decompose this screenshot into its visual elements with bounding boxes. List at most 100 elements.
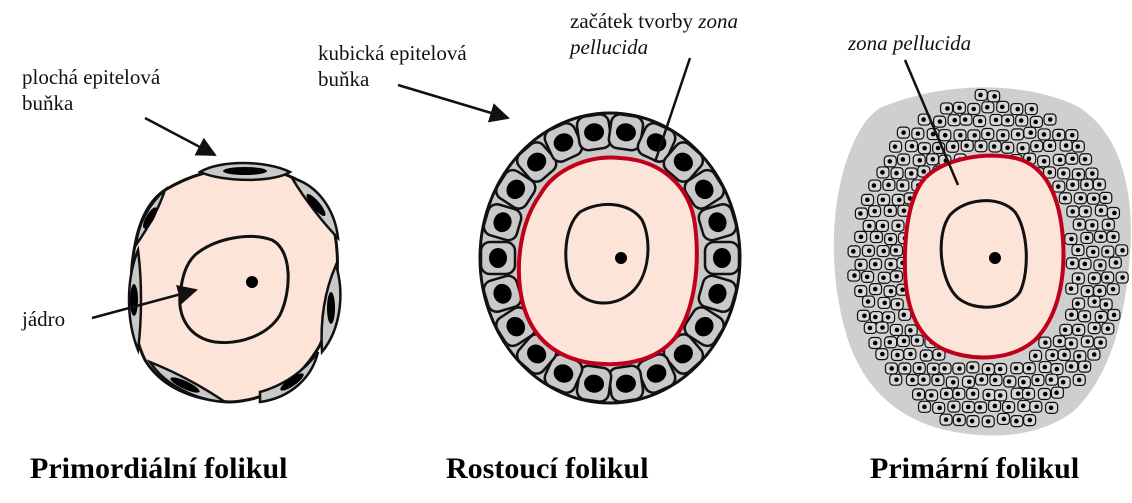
granulosa-cell-nucleus: [1098, 263, 1103, 268]
granulosa-cell-nucleus: [852, 273, 857, 278]
granulosa-cell-nucleus: [886, 315, 891, 320]
granulosa-cell-nucleus: [889, 289, 894, 294]
granulosa-cell-nucleus: [908, 328, 913, 333]
granulosa-cell-nucleus: [1057, 339, 1062, 344]
granulosa-cell-nucleus: [963, 117, 968, 122]
granulosa-cell-nucleus: [970, 365, 975, 370]
cubic-cell-label-line1: kubická epitelová: [318, 40, 467, 66]
granulosa-cell-nucleus: [923, 353, 928, 358]
granulosa-cell-nucleus: [882, 301, 887, 306]
granulosa-cell-nucleus: [887, 340, 892, 345]
granulosa-cell-nucleus: [1020, 146, 1025, 151]
granulosa-cell-nucleus: [909, 171, 914, 176]
granulosa-cell-nucleus: [1103, 196, 1108, 201]
primary-nucleolus: [989, 252, 1001, 264]
granulosa-cell-nucleus: [1076, 328, 1081, 333]
granulosa-cell-nucleus: [1091, 276, 1096, 281]
granulosa-cell-nucleus: [985, 105, 990, 110]
flat-cell-nucleus: [130, 284, 138, 316]
granulosa-cell-nucleus: [944, 417, 949, 422]
granulosa-cell-nucleus: [921, 169, 926, 174]
granulosa-cell-nucleus: [1084, 209, 1089, 214]
granulosa-cell-nucleus: [986, 367, 991, 372]
granulosa-cell-nucleus: [978, 93, 983, 98]
granulosa-cell-nucleus: [910, 378, 915, 383]
granulosa-cell-nucleus: [1083, 314, 1088, 319]
granulosa-cell-nucleus: [901, 313, 906, 318]
granulosa-cell-nucleus: [902, 208, 907, 213]
granulosa-cell-nucleus: [1076, 276, 1081, 281]
granulosa-cell-nucleus: [1006, 405, 1011, 410]
granulosa-cell-nucleus: [1029, 107, 1034, 112]
granulosa-cell-nucleus: [932, 366, 937, 371]
granulosa-cell-nucleus: [1035, 378, 1040, 383]
zona-start-ring: [519, 158, 697, 365]
granulosa-cell-nucleus: [1070, 133, 1075, 138]
granulosa-cell-nucleus: [936, 146, 941, 151]
granulosa-cell-nucleus: [901, 130, 906, 135]
granulosa-cell-nucleus: [1069, 286, 1074, 291]
granulosa-cell-nucleus: [1086, 289, 1091, 294]
granulosa-cell-nucleus: [957, 366, 962, 371]
granulosa-cell-nucleus: [1026, 391, 1031, 396]
granulosa-cell-nucleus: [1005, 118, 1010, 123]
granulosa-cell-nucleus: [1027, 366, 1032, 371]
arrow-to-flat-cell: [145, 118, 215, 155]
title-primary: Primární folikul: [870, 452, 1079, 486]
granulosa-cell-nucleus: [1112, 313, 1117, 318]
flat-cell-nucleus: [223, 167, 267, 175]
granulosa-cell-nucleus: [895, 353, 900, 358]
granulosa-cell-nucleus: [900, 287, 905, 292]
granulosa-cell-nucleus: [951, 144, 956, 149]
granulosa-cell-nucleus: [951, 404, 956, 409]
granulosa-cell-nucleus: [1083, 262, 1088, 267]
granulosa-cell-nucleus: [1058, 158, 1063, 163]
granulosa-cell-nucleus: [1106, 222, 1111, 227]
cubic-cell-nucleus: [489, 248, 507, 268]
granulosa-cell-nucleus: [896, 223, 901, 228]
granulosa-cell-nucleus: [1070, 183, 1075, 188]
granulosa-cell-nucleus: [858, 289, 863, 294]
granulosa-cell-nucleus: [880, 352, 885, 357]
granulosa-cell-nucleus: [903, 366, 908, 371]
granulosa-cell-nucleus: [1049, 377, 1054, 382]
granulosa-cell-nucleus: [992, 94, 997, 99]
granulosa-cell-nucleus: [1033, 354, 1038, 359]
granulosa-cell-nucleus: [1048, 144, 1053, 149]
granulosa-cell-nucleus: [1048, 117, 1053, 122]
granulosa-cell-nucleus: [977, 405, 982, 410]
granulosa-cell-nucleus: [1105, 249, 1110, 254]
granulosa-cell-nucleus: [873, 315, 878, 320]
granulosa-cell-nucleus: [929, 393, 934, 398]
granulosa-cell-nucleus: [868, 326, 873, 331]
granulosa-cell-nucleus: [1098, 315, 1103, 320]
zona-start-label: začátek tvorby zona pellucida: [570, 8, 738, 60]
title-primordial: Primordiální folikul: [30, 452, 288, 486]
granulosa-cell-nucleus: [1077, 354, 1082, 359]
granulosa-cell-nucleus: [1034, 144, 1039, 149]
granulosa-cell-nucleus: [1085, 236, 1090, 241]
granulosa-cell-nucleus: [1106, 326, 1111, 331]
granulosa-cell-nucleus: [873, 287, 878, 292]
granulosa-cell-nucleus: [1069, 237, 1074, 242]
granulosa-cell-nucleus: [922, 405, 927, 410]
granulosa-cell-nucleus: [873, 341, 878, 346]
granulosa-cell-nucleus: [910, 144, 915, 149]
granulosa-cell-nucleus: [970, 419, 975, 424]
primary-follicle: [834, 60, 1131, 435]
zona-pellucida-ring: [905, 156, 1064, 358]
granulosa-cell-nucleus: [1043, 340, 1048, 345]
granulosa-cell-nucleus: [917, 366, 922, 371]
granulosa-cell-nucleus: [967, 379, 972, 384]
granulosa-cell-nucleus: [1034, 404, 1039, 409]
granulosa-cell-nucleus: [1076, 172, 1081, 177]
granulosa-cell-nucleus: [942, 366, 947, 371]
cubic-cell-nucleus: [713, 248, 731, 268]
granulosa-cell-nucleus: [998, 393, 1003, 398]
granulosa-cell-nucleus: [1028, 418, 1033, 423]
granulosa-cell-nucleus: [867, 224, 872, 229]
zona-start-italic2: pellucida: [570, 35, 648, 59]
granulosa-cell-nucleus: [881, 275, 886, 280]
granulosa-cell-nucleus: [916, 131, 921, 136]
granulosa-cell-nucleus: [888, 237, 893, 242]
